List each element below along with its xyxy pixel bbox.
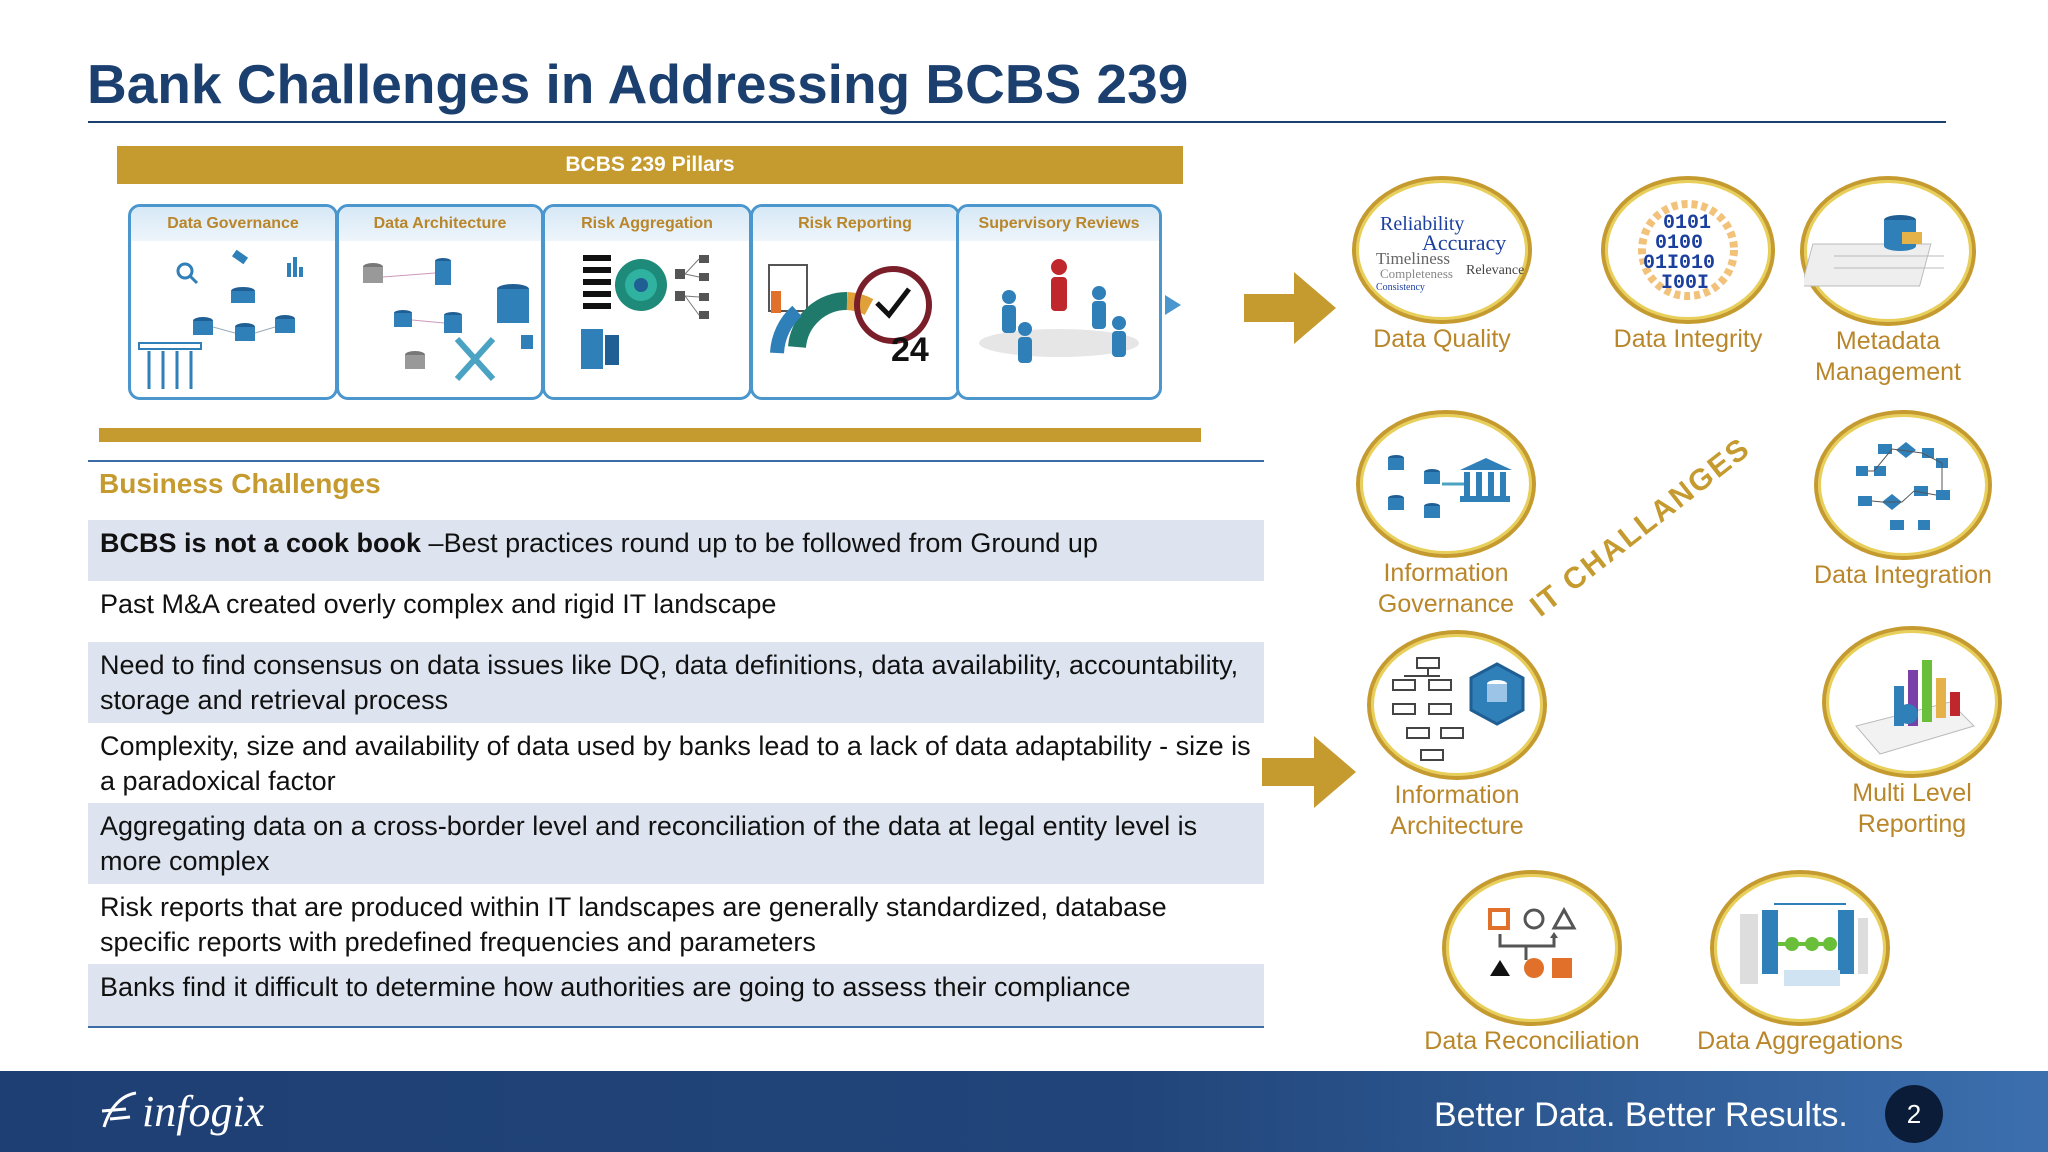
svg-text:I00I: I00I <box>1661 272 1709 295</box>
metadata-management-icon <box>1800 176 1976 326</box>
pillar-supervisory-reviews: Supervisory Reviews <box>956 204 1181 400</box>
infogix-logo: infogix <box>96 1086 264 1137</box>
footer-tagline: Better Data. Better Results. <box>1434 1096 1848 1134</box>
it-challenge-information-architecture: Information Architecture <box>1362 630 1552 842</box>
information-governance-icon <box>1356 410 1536 558</box>
table-divider <box>88 460 1264 462</box>
pillar-risk-aggregation: Risk Aggregation <box>542 204 767 400</box>
list-item: Aggregating data on a cross-border level… <box>88 803 1264 884</box>
it-challenge-data-reconciliation: Data Reconciliation <box>1412 870 1652 1057</box>
it-challenge-label: Metadata Management <box>1815 327 1961 386</box>
multi-level-reporting-icon <box>1822 626 2002 778</box>
pillar-risk-reporting: Risk Reporting 24 <box>750 204 975 400</box>
data-aggregations-icon <box>1710 870 1890 1026</box>
slide-title: Bank Challenges in Addressing BCBS 239 <box>87 53 1189 115</box>
pillars-divider <box>99 428 1201 442</box>
pillar-label: Risk Reporting <box>753 207 957 241</box>
list-item: Need to find consensus on data issues li… <box>88 642 1264 723</box>
logo-text: infogix <box>142 1087 265 1136</box>
it-challenge-label: Multi Level Reporting <box>1852 779 1972 838</box>
pillar-data-architecture: Data Architecture <box>336 204 559 400</box>
information-architecture-icon <box>1367 630 1547 780</box>
svg-text:Accuracy: Accuracy <box>1422 230 1506 255</box>
table-divider <box>88 1026 1264 1028</box>
title-divider <box>88 121 1946 123</box>
it-challenge-label: Data Quality <box>1373 325 1511 353</box>
list-item: BCBS is not a cook book –Best practices … <box>88 520 1264 581</box>
infogix-logo-icon <box>101 1091 137 1127</box>
it-challenge-data-aggregations: Data Aggregations <box>1680 870 1920 1057</box>
risk-aggregation-icon <box>549 243 745 393</box>
svg-text:01I010: 01I010 <box>1643 252 1715 275</box>
it-challenge-label: Information Governance <box>1377 559 1515 618</box>
list-item: Banks find it difficult to determine how… <box>88 964 1264 1026</box>
business-challenges-list: BCBS is not a cook book –Best practices … <box>88 520 1264 1026</box>
pillar-label: Data Architecture <box>339 207 541 241</box>
svg-text:Timeliness: Timeliness <box>1376 249 1450 268</box>
svg-text:Reliability: Reliability <box>1380 213 1464 235</box>
data-integrity-icon: 0101 0100 01I010 I00I <box>1601 176 1775 324</box>
data-architecture-icon <box>343 243 537 393</box>
svg-text:Consistency: Consistency <box>1376 282 1425 293</box>
chevron-right-icon <box>1165 295 1181 315</box>
pillar-label: Risk Aggregation <box>545 207 749 241</box>
footer-bar <box>0 1071 2048 1152</box>
it-challenge-label: Data Aggregations <box>1697 1027 1903 1055</box>
it-challenge-label: Data Integration <box>1814 561 1992 589</box>
it-challenge-information-governance: Information Governance <box>1354 410 1538 620</box>
data-reconciliation-icon <box>1442 870 1622 1026</box>
risk-reporting-icon: 24 <box>757 243 953 393</box>
it-challenge-data-quality: Reliability Accuracy Timeliness Complete… <box>1350 176 1534 355</box>
it-challenge-label: Data Reconciliation <box>1424 1027 1640 1055</box>
it-challenge-data-integrity: 0101 0100 01I010 I00I Data Integrity <box>1598 176 1778 355</box>
it-challenges-label: IT CHALLANGES <box>1524 431 1757 624</box>
it-challenge-metadata-management: Metadata Management <box>1796 176 1980 388</box>
list-item-bold: BCBS is not a cook book <box>100 528 422 558</box>
pillar-label: Supervisory Reviews <box>959 207 1159 241</box>
svg-text:0101: 0101 <box>1663 212 1711 235</box>
arrow-right-icon <box>1262 736 1356 808</box>
it-challenge-label: Data Integrity <box>1613 325 1763 353</box>
list-item: Past M&A created overly complex and rigi… <box>100 589 777 619</box>
pillar-label: Data Governance <box>131 207 335 241</box>
svg-text:Relevance: Relevance <box>1466 263 1524 278</box>
business-challenges-heading: Business Challenges <box>99 468 381 499</box>
supervisory-reviews-icon <box>963 243 1155 393</box>
svg-text:Completeness: Completeness <box>1380 266 1453 281</box>
pillars-header: BCBS 239 Pillars <box>117 146 1183 184</box>
data-governance-icon <box>135 243 331 393</box>
data-integration-icon <box>1814 410 1992 560</box>
it-challenge-label: Information Architecture <box>1390 781 1524 840</box>
list-item-text: –Best practices round up to be followed … <box>421 528 1098 558</box>
list-item: Risk reports that are produced within IT… <box>100 892 1167 957</box>
pillar-data-governance: Data Governance <box>128 204 353 400</box>
list-item: Complexity, size and availability of dat… <box>100 731 1251 796</box>
data-quality-icon: Reliability Accuracy Timeliness Complete… <box>1352 176 1532 324</box>
svg-text:0100: 0100 <box>1655 232 1703 255</box>
page-number-badge: 2 <box>1885 1085 1943 1143</box>
arrow-right-icon <box>1244 272 1336 344</box>
it-challenge-data-integration: Data Integration <box>1798 410 2008 591</box>
it-challenge-multi-level-reporting: Multi Level Reporting <box>1812 626 2012 840</box>
risk-reporting-24-label: 24 <box>891 331 929 369</box>
